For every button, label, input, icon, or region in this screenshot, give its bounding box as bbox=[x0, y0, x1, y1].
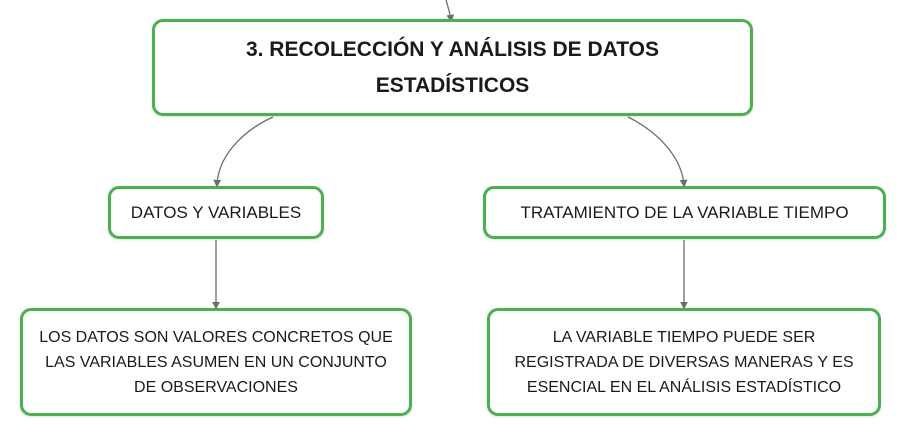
root-node[interactable]: 3. RECOLECCIÓN Y ANÁLISIS DE DATOS ESTAD… bbox=[152, 19, 753, 116]
branch-node-label: DATOS Y VARIABLES bbox=[130, 202, 302, 222]
leaf-node-datos-definicion[interactable]: LOS DATOS SON VALORES CONCRETOS QUE LAS … bbox=[20, 308, 412, 416]
branch-node-tratamiento-variable-tiempo[interactable]: TRATAMIENTO DE LA VARIABLE TIEMPO bbox=[483, 186, 886, 239]
leaf-node-label: LOS DATOS SON VALORES CONCRETOS QUE LAS … bbox=[39, 328, 393, 396]
leaf-node-label: LA VARIABLE TIEMPO PUEDE SER REGISTRADA … bbox=[514, 328, 854, 396]
branch-node-datos-y-variables[interactable]: DATOS Y VARIABLES bbox=[108, 186, 324, 239]
root-node-label: 3. RECOLECCIÓN Y ANÁLISIS DE DATOS ESTAD… bbox=[245, 37, 660, 97]
branch-node-label: TRATAMIENTO DE LA VARIABLE TIEMPO bbox=[520, 202, 849, 222]
connector-from-parent bbox=[445, 0, 455, 23]
connector-root-to-tratamiento bbox=[627, 116, 688, 188]
connector-root-to-datos-y-variables bbox=[213, 116, 274, 188]
leaf-node-variable-tiempo-definicion[interactable]: LA VARIABLE TIEMPO PUEDE SER REGISTRADA … bbox=[487, 308, 881, 416]
